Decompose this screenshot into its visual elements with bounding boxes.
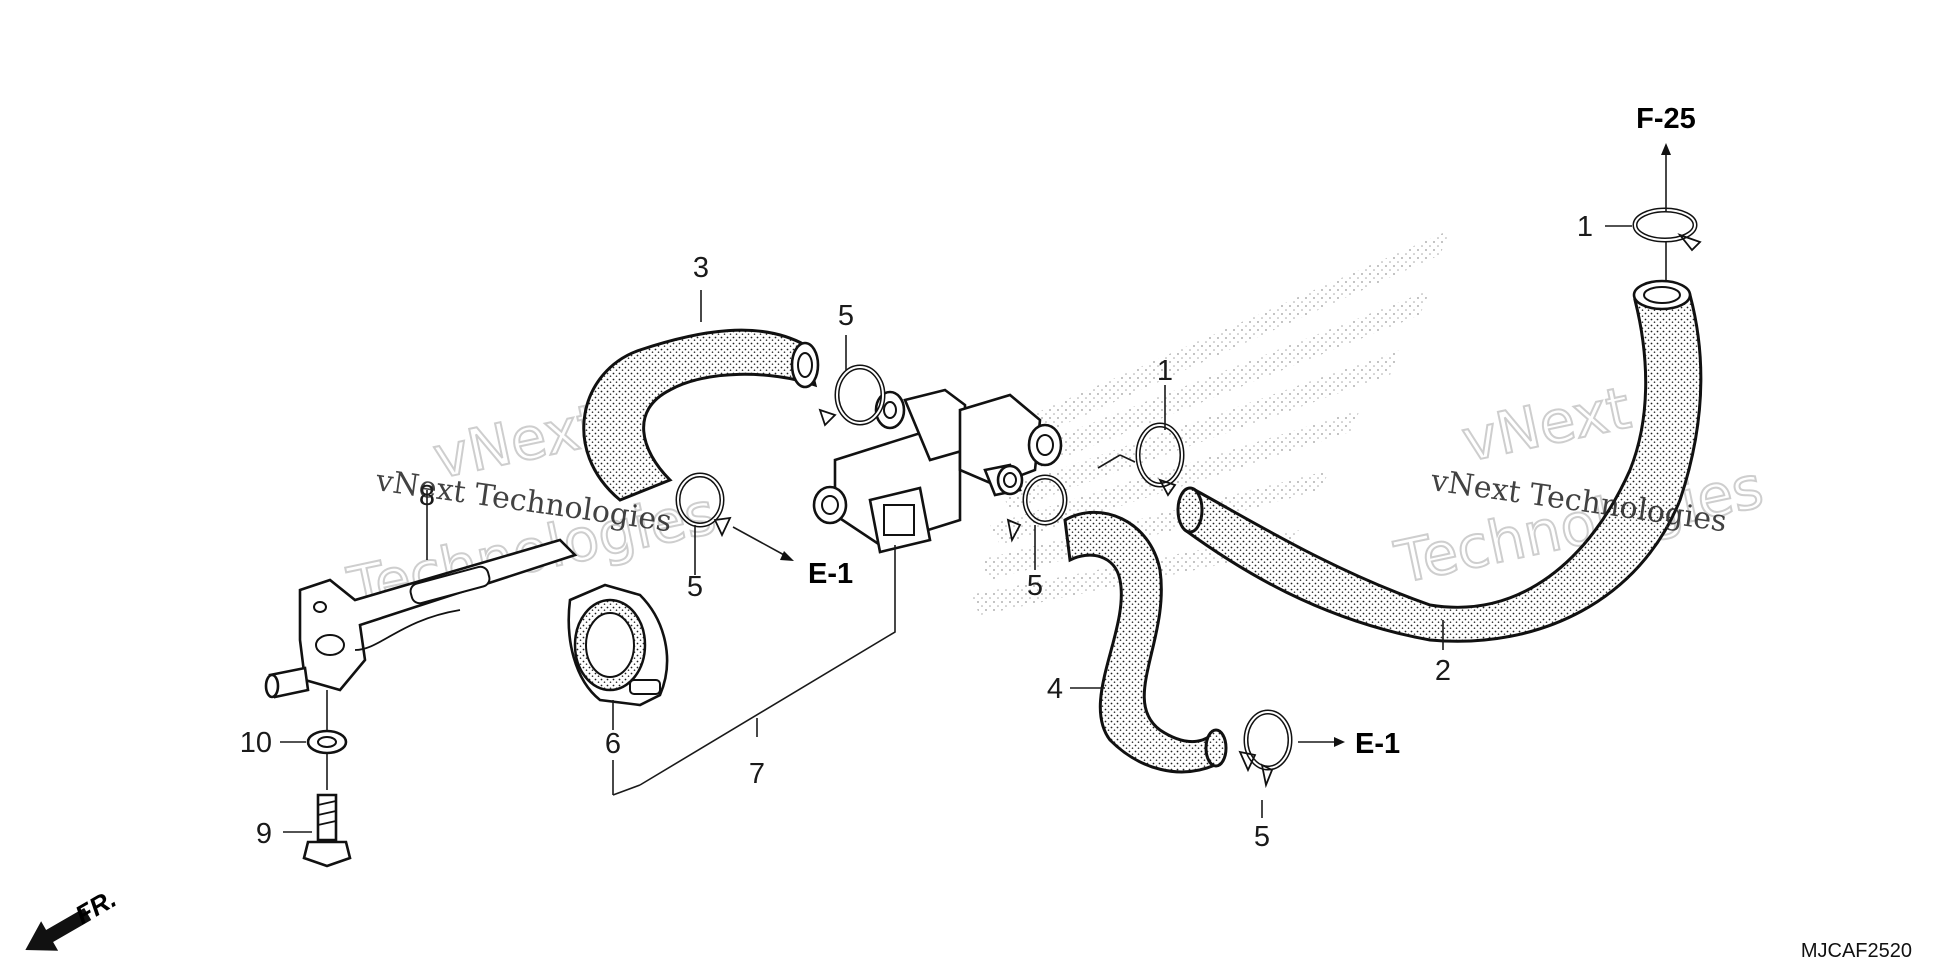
part-clamp-5-left[interactable] — [675, 472, 732, 538]
part-bracket-8[interactable] — [264, 538, 578, 699]
callout-1-top: 1 — [1577, 211, 1593, 243]
background-wing-logo — [970, 230, 1450, 615]
part-bolt-9[interactable] — [302, 793, 352, 868]
callout-7: 7 — [749, 758, 765, 790]
part-air-injection-valve-7[interactable] — [812, 388, 1063, 554]
callout-6: 6 — [605, 728, 621, 760]
part-clamp-1-top[interactable] — [1632, 207, 1702, 252]
callout-4: 4 — [1047, 673, 1063, 705]
callout-10: 10 — [240, 727, 272, 759]
part-washer-10[interactable] — [306, 729, 348, 755]
part-collar-6[interactable] — [567, 583, 669, 707]
callout-8: 8 — [419, 480, 435, 512]
reference-e1-left[interactable]: E-1 — [808, 558, 853, 590]
part-hose-3[interactable] — [582, 328, 820, 502]
reference-f25[interactable]: F-25 — [1636, 103, 1696, 135]
callout-2: 2 — [1435, 655, 1451, 687]
part-hose-2[interactable] — [1176, 279, 1703, 643]
callout-5-upper: 5 — [838, 300, 854, 332]
front-direction-arrow-icon — [25, 907, 92, 951]
leader-lines — [280, 143, 1671, 833]
callout-3: 3 — [693, 252, 709, 284]
callout-5-mid: 5 — [1027, 570, 1043, 602]
callout-5-left: 5 — [687, 571, 703, 603]
part-clamp-5-upper[interactable] — [818, 364, 886, 427]
callout-5-lower: 5 — [1254, 821, 1270, 853]
part-clamp-1-mid[interactable] — [1135, 422, 1185, 497]
part-clamp-5-lower[interactable] — [1238, 709, 1293, 789]
part-clamp-5-mid[interactable] — [1006, 474, 1068, 543]
watermark-big-right-line1: vNext — [1456, 374, 1636, 476]
part-hose-4[interactable] — [1063, 510, 1228, 774]
callout-9: 9 — [256, 818, 272, 850]
catalog-code: MJCAF2520 — [1801, 940, 1912, 962]
reference-e1-right[interactable]: E-1 — [1355, 728, 1400, 760]
callout-1-mid: 1 — [1157, 355, 1173, 387]
